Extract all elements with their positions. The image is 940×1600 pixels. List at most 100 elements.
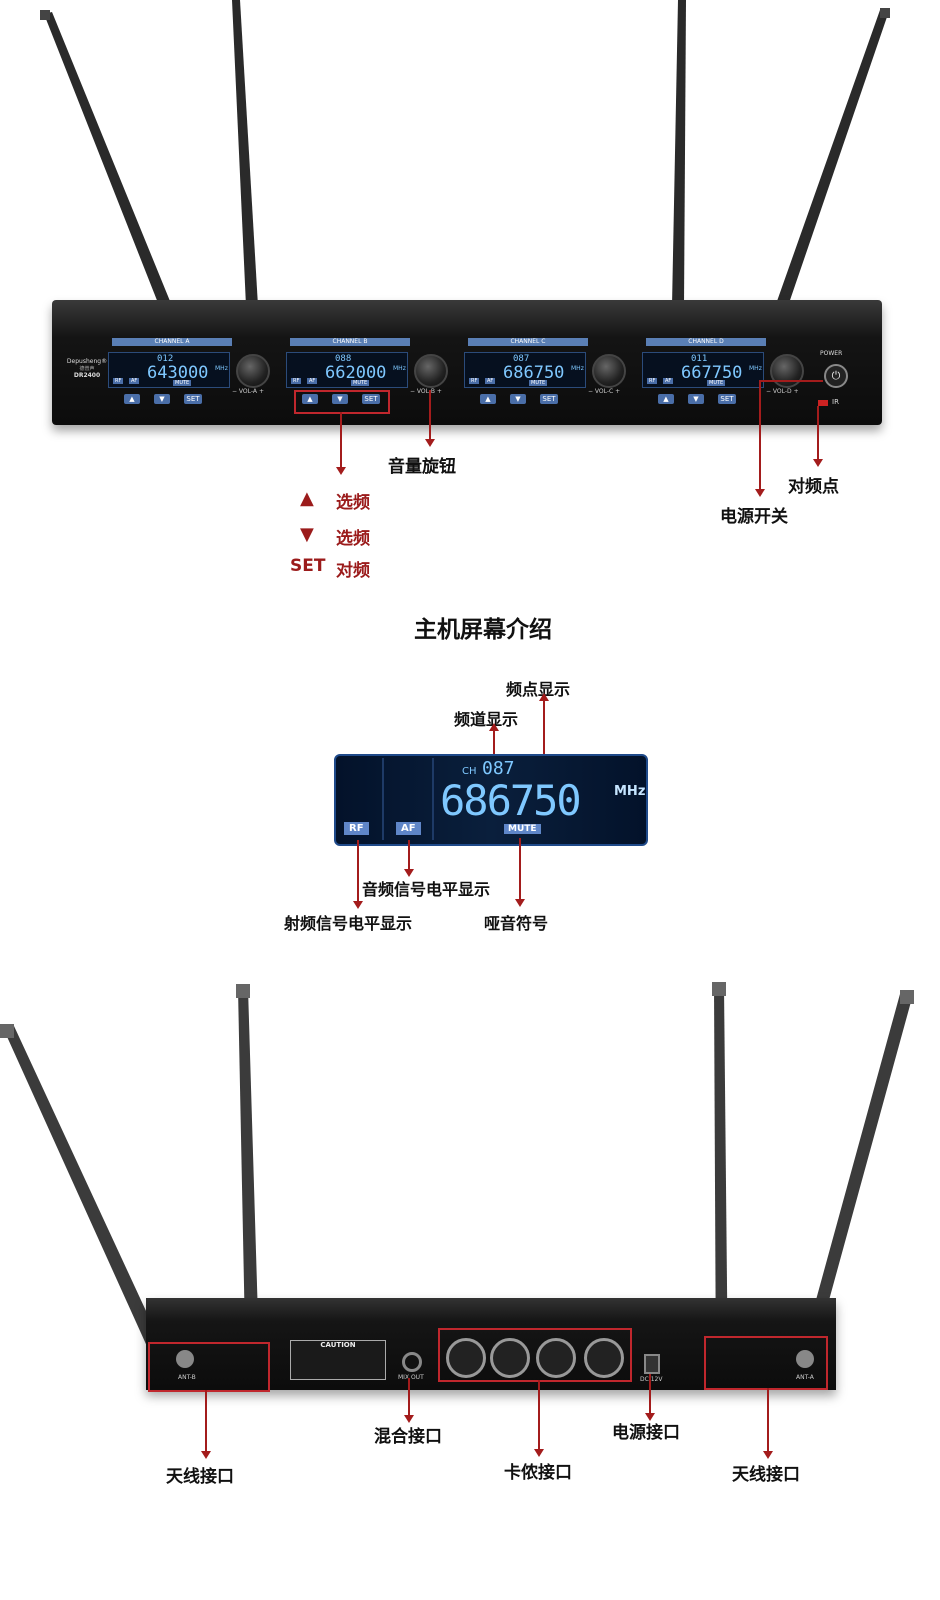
channel-b-set-button[interactable]: SET — [362, 394, 380, 404]
down-label: 选频 — [336, 529, 370, 549]
channel-display-arrow — [493, 730, 495, 764]
mix-out-jack[interactable] — [402, 1352, 422, 1372]
af-arrow — [408, 840, 410, 870]
lcd-divider-1 — [382, 758, 384, 840]
screen-section-title: 主机屏幕介绍 — [414, 617, 552, 643]
power-port-arrow — [649, 1374, 651, 1414]
channel-b-up-button[interactable]: ▲ — [302, 394, 318, 404]
channel-d-mhz: MHz — [749, 365, 762, 372]
xlr-port-label: 卡侬接口 — [504, 1463, 572, 1483]
xlr-arrow — [538, 1380, 540, 1450]
power-label: POWER — [820, 350, 843, 357]
channel-b: CHANNEL B 088 662000 MHz MUTE RF AF − VO… — [282, 338, 454, 408]
model-number: DR2400 — [73, 372, 101, 379]
mix-out-label: MIX OUT — [398, 1374, 424, 1381]
dc-jack[interactable] — [644, 1354, 660, 1374]
channel-c-up-button[interactable]: ▲ — [480, 394, 496, 404]
volume-knob-a[interactable] — [236, 354, 270, 388]
channel-a-af: AF — [129, 378, 140, 384]
button-group-highlight — [294, 390, 390, 414]
channel-c: CHANNEL C 087 686750 MHz MUTE RF AF − VO… — [460, 338, 632, 408]
ant-a-label: ANT-A — [796, 1374, 814, 1381]
xlr-highlight — [438, 1328, 632, 1382]
channel-a-mute: MUTE — [173, 380, 192, 386]
channel-c-lcd: 087 686750 MHz MUTE RF AF — [464, 352, 586, 388]
set-icon: SET — [290, 556, 326, 576]
up-icon: ▲ — [300, 488, 314, 509]
power-button[interactable]: ⏻ — [824, 364, 848, 388]
channel-b-mute: MUTE — [351, 380, 370, 386]
rf-level-label: 射频信号电平显示 — [284, 914, 413, 933]
channel-d-tab: CHANNEL D — [646, 338, 766, 346]
freq-display-label: 频点显示 — [506, 680, 571, 699]
lcd-ch-value: 087 — [482, 758, 515, 779]
volume-knob-d[interactable] — [770, 354, 804, 388]
channel-b-tab: CHANNEL B — [290, 338, 410, 346]
brand-block: Depusheng® 德普声 DR2400 — [66, 358, 108, 379]
channel-d-set-button[interactable]: SET — [718, 394, 736, 404]
channel-d-rf: RF — [647, 378, 658, 384]
ant-b-label: ANT-B — [178, 1374, 196, 1381]
channel-d-freq: 667750 — [681, 363, 743, 383]
knob-arrow — [429, 390, 431, 440]
ant-b-connector[interactable] — [176, 1350, 194, 1368]
channel-display-label: 频道显示 — [454, 710, 519, 729]
ir-label: IR — [832, 398, 839, 406]
buttons-arrow — [340, 412, 342, 468]
channel-d-mute: MUTE — [707, 380, 726, 386]
caution-label: CAUTION — [290, 1340, 386, 1380]
power-icon: ⏻ — [831, 369, 841, 382]
channel-a-vol-label: − VOL-A + — [232, 388, 264, 395]
antenna-right-highlight — [704, 1336, 828, 1390]
channel-a-freq: 643000 — [147, 363, 209, 383]
channel-c-down-button[interactable]: ▼ — [510, 394, 526, 404]
xlr-1[interactable] — [446, 1338, 486, 1378]
ant-a-connector[interactable] — [796, 1350, 814, 1368]
antenna-port-right-label: 天线接口 — [732, 1465, 800, 1485]
power-arrow-h — [759, 380, 823, 382]
lcd-ch-label: CH — [462, 766, 477, 777]
xlr-3[interactable] — [536, 1338, 576, 1378]
volume-knob-label: 音量旋钮 — [388, 457, 456, 477]
antenna-port-left-label: 天线接口 — [166, 1467, 234, 1487]
dc-label: DC 12V — [640, 1376, 663, 1383]
channel-a-ch: 012 — [157, 354, 174, 364]
xlr-2[interactable] — [490, 1338, 530, 1378]
channel-a-down-button[interactable]: ▼ — [154, 394, 170, 404]
ir-arrow — [817, 406, 819, 460]
channel-b-rf: RF — [291, 378, 302, 384]
channel-b-lcd: 088 662000 MHz MUTE RF AF — [286, 352, 408, 388]
brand-sub: 德普声 — [79, 366, 95, 372]
channel-b-down-button[interactable]: ▼ — [332, 394, 348, 404]
channel-a-up-button[interactable]: ▲ — [124, 394, 140, 404]
channel-c-mute: MUTE — [529, 380, 548, 386]
mix-arrow — [408, 1378, 410, 1416]
channel-b-vol-label: − VOL-B + — [410, 388, 442, 395]
channel-c-vol-label: − VOL-C + — [588, 388, 621, 395]
down-icon: ▼ — [300, 524, 314, 545]
lcd-af: AF — [396, 822, 421, 835]
ir-point-label: 对频点 — [788, 477, 839, 497]
channel-c-ch: 087 — [513, 354, 530, 364]
lcd-mhz: MHz — [614, 784, 646, 799]
mute-symbol-label: 哑音符号 — [484, 914, 549, 933]
channel-c-freq: 686750 — [503, 363, 565, 383]
channel-d-down-button[interactable]: ▼ — [688, 394, 704, 404]
channel-c-mhz: MHz — [571, 365, 584, 372]
channel-d-lcd: 011 667750 MHz MUTE RF AF — [642, 352, 764, 388]
xlr-4[interactable] — [584, 1338, 624, 1378]
antenna-left-highlight — [148, 1342, 270, 1392]
channel-c-af: AF — [485, 378, 496, 384]
channel-a-set-button[interactable]: SET — [184, 394, 202, 404]
rf-arrow — [357, 840, 359, 902]
volume-knob-c[interactable] — [592, 354, 626, 388]
channel-d-up-button[interactable]: ▲ — [658, 394, 674, 404]
mute-arrow — [519, 838, 521, 900]
set-label: 对频 — [336, 561, 370, 581]
channel-b-freq: 662000 — [325, 363, 387, 383]
channel-c-set-button[interactable]: SET — [540, 394, 558, 404]
channel-a-rf: RF — [113, 378, 124, 384]
volume-knob-b[interactable] — [414, 354, 448, 388]
channel-c-tab: CHANNEL C — [468, 338, 588, 346]
channel-d: CHANNEL D 011 667750 MHz MUTE RF AF − VO… — [638, 338, 810, 408]
